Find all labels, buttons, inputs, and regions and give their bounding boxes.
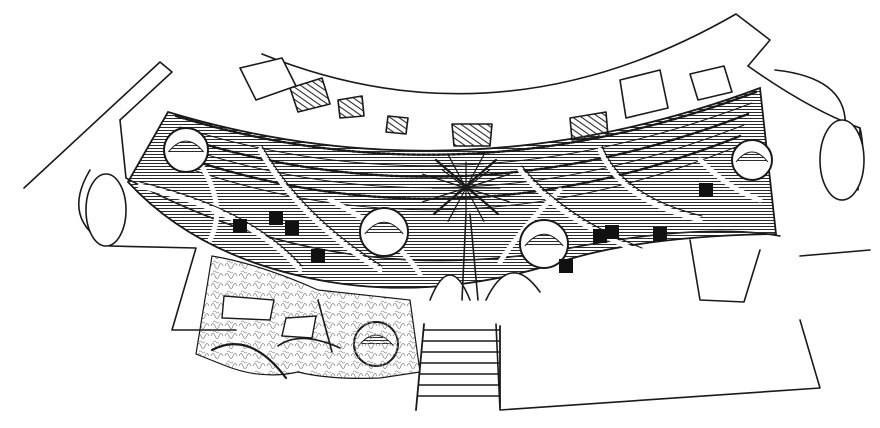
seating-row (195, 146, 737, 211)
seating-row (174, 90, 758, 156)
dark-square (233, 219, 247, 233)
dark-square (653, 227, 667, 241)
seating-row (179, 102, 753, 167)
central-radial-star (422, 154, 510, 222)
tree-canopy (168, 140, 204, 153)
radial-ray (422, 187, 467, 203)
radial-ray (465, 168, 491, 189)
dark-square (311, 249, 325, 263)
seating-row (190, 134, 742, 200)
pathway-edges (139, 145, 703, 267)
dark-square-columns (233, 183, 713, 273)
dark-square (605, 225, 619, 239)
entry-stairs (415, 323, 501, 411)
seating-rows (174, 90, 758, 211)
tree-canopy (735, 151, 769, 163)
pathways (137, 147, 763, 277)
side-ellipses (85, 119, 865, 247)
seating-row (182, 112, 750, 178)
dark-square (593, 229, 607, 243)
radial-ray (441, 168, 467, 189)
radial-ray (465, 187, 485, 222)
radial-ray (465, 173, 510, 189)
dark-square (285, 221, 299, 235)
tree-canopy (524, 233, 564, 247)
radial-ray (465, 187, 510, 203)
dark-square (699, 183, 713, 197)
tree-canopy (364, 221, 404, 235)
dark-square (559, 259, 573, 273)
radial-ray (422, 173, 467, 189)
radial-cross (432, 158, 500, 216)
stair-side (415, 323, 501, 411)
planting-zone (195, 255, 421, 380)
central-axis (429, 213, 541, 301)
building-blocks (239, 57, 733, 147)
dark-square (269, 211, 283, 225)
radial-ray (447, 187, 467, 222)
